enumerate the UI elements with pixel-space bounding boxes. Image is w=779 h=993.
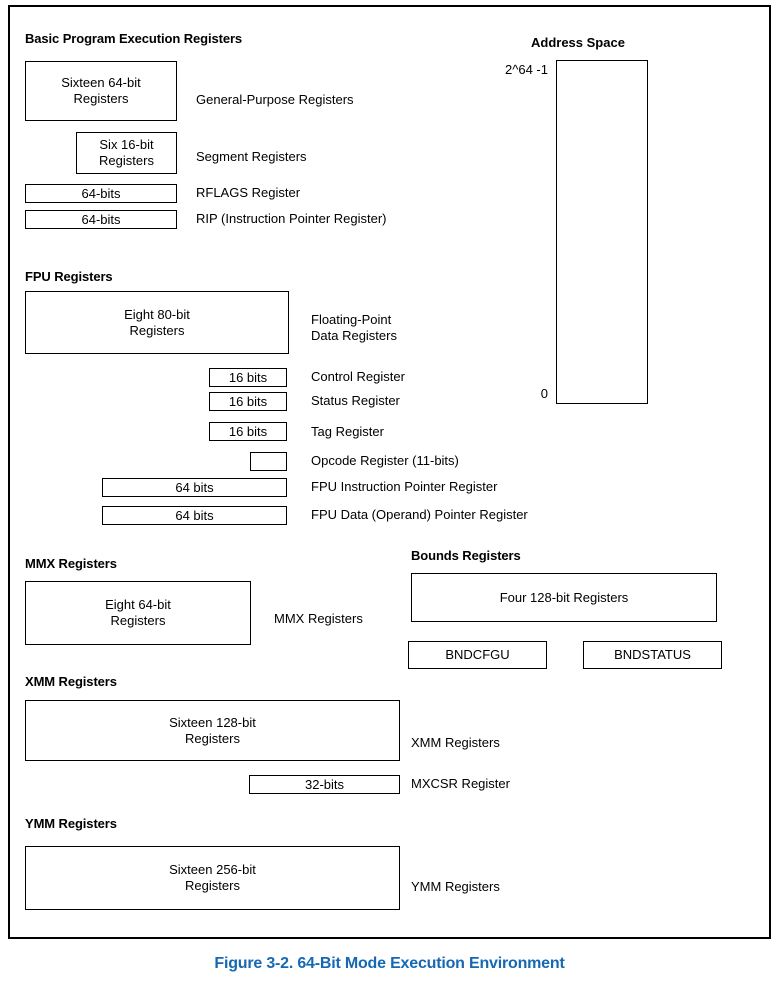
figure-frame-right-rule	[769, 5, 771, 937]
figure-frame-bottom-rule	[8, 937, 771, 939]
box-label-rflags-register: 64-bits	[81, 185, 121, 201]
figure-frame-left-rule	[8, 5, 10, 937]
caption-control-register: Control Register	[311, 369, 405, 384]
box-label-general-purpose-registers: Sixteen 64-bit Registers	[61, 75, 141, 106]
box-xmm-registers: Sixteen 128-bit Registers	[25, 700, 400, 761]
box-bndstatus: BNDSTATUS	[583, 641, 722, 669]
box-bounds-registers: Four 128-bit Registers	[411, 573, 717, 622]
box-fpu-data-pointer-register: 64 bits	[102, 506, 287, 525]
caption-rip-register: RIP (Instruction Pointer Register)	[196, 211, 387, 226]
box-label-fpu-instruction-pointer-register: 64 bits	[175, 479, 214, 495]
section-title-mmx-registers: MMX Registers	[25, 556, 117, 571]
address-space-title: Address Space	[531, 35, 625, 50]
box-control-register: 16 bits	[209, 368, 287, 387]
section-title-bounds-registers: Bounds Registers	[411, 548, 521, 563]
box-label-fpu-data-pointer-register: 64 bits	[175, 507, 214, 523]
section-title-ymm-registers: YMM Registers	[25, 816, 117, 831]
caption-fpu-instruction-pointer-register: FPU Instruction Pointer Register	[311, 479, 498, 494]
box-address-space	[556, 60, 648, 404]
box-label-ymm-registers: Sixteen 256-bit Registers	[169, 862, 256, 893]
caption-mxcsr-register: MXCSR Register	[411, 776, 510, 791]
caption-mmx-registers: MMX Registers	[274, 611, 363, 626]
box-label-tag-register: 16 bits	[228, 423, 268, 439]
section-title-xmm-registers: XMM Registers	[25, 674, 117, 689]
box-rflags-register: 64-bits	[25, 184, 177, 203]
caption-ymm-registers: YMM Registers	[411, 879, 500, 894]
box-floating-point-data-registers: Eight 80-bit Registers	[25, 291, 289, 354]
box-label-mmx-registers: Eight 64-bit Registers	[105, 597, 171, 628]
caption-fpu-data-pointer-register: FPU Data (Operand) Pointer Register	[311, 507, 528, 522]
box-label-floating-point-data-registers: Eight 80-bit Registers	[124, 306, 190, 338]
box-fpu-instruction-pointer-register: 64 bits	[102, 478, 287, 497]
caption-rflags-register: RFLAGS Register	[196, 185, 301, 200]
box-rip-register: 64-bits	[25, 210, 177, 229]
section-title-fpu-registers: FPU Registers	[25, 269, 113, 284]
box-label-bndcfgu: BNDCFGU	[445, 647, 510, 662]
section-title-basic-program-execution-registers: Basic Program Execution Registers	[25, 31, 243, 46]
box-label-segment-registers: Six 16-bit Registers	[99, 137, 154, 168]
caption-status-register: Status Register	[311, 393, 400, 408]
box-label-control-register: 16 bits	[228, 369, 268, 385]
caption-segment-registers: Segment Registers	[196, 149, 307, 164]
box-label-bndstatus: BNDSTATUS	[614, 647, 691, 662]
box-general-purpose-registers: Sixteen 64-bit Registers	[25, 61, 177, 121]
box-opcode-register	[250, 452, 287, 471]
caption-xmm-registers: XMM Registers	[411, 735, 500, 750]
box-label-bounds-registers: Four 128-bit Registers	[499, 589, 629, 605]
caption-general-purpose-registers: General-Purpose Registers	[196, 92, 354, 107]
box-label-status-register: 16 bits	[228, 393, 268, 409]
box-ymm-registers: Sixteen 256-bit Registers	[25, 846, 400, 910]
figure-frame-top-rule	[8, 5, 771, 7]
address-space-top-value: 2^64 -1	[505, 62, 548, 77]
address-space-bottom-value: 0	[540, 386, 548, 401]
box-mxcsr-register: 32-bits	[249, 775, 400, 794]
box-segment-registers: Six 16-bit Registers	[76, 132, 177, 174]
caption-floating-point-data-registers: Floating-Point Data Registers	[311, 312, 397, 343]
box-bndcfgu: BNDCFGU	[408, 641, 547, 669]
box-label-rip-register: 64-bits	[81, 211, 121, 227]
caption-opcode-register: Opcode Register (11-bits)	[311, 453, 459, 468]
box-label-mxcsr-register: 32-bits	[304, 776, 345, 792]
box-mmx-registers: Eight 64-bit Registers	[25, 581, 251, 645]
figure-caption: Figure 3-2. 64-Bit Mode Execution Enviro…	[214, 955, 565, 972]
caption-tag-register: Tag Register	[311, 424, 384, 439]
box-status-register: 16 bits	[209, 392, 287, 411]
box-label-xmm-registers: Sixteen 128-bit Registers	[169, 714, 256, 746]
box-tag-register: 16 bits	[209, 422, 287, 441]
